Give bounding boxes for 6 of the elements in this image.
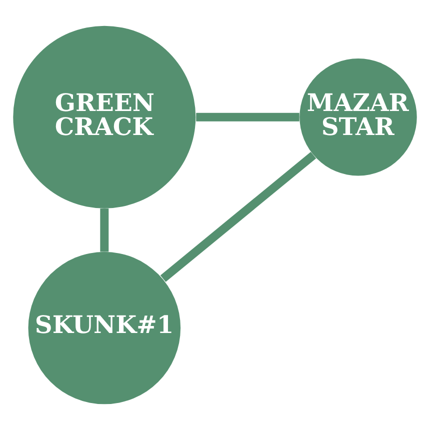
connector	[100, 208, 109, 252]
connector	[196, 112, 300, 122]
node-circle: SKUNK#1	[28, 252, 181, 404]
connector	[160, 152, 316, 282]
node-circle: MAZAR STAR	[300, 58, 417, 176]
node-circle: GREEN CRACK	[13, 26, 196, 208]
